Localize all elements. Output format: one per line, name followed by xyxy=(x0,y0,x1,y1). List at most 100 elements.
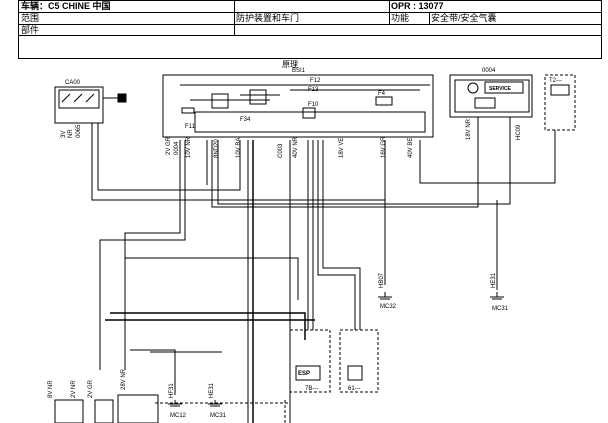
dashed-line xyxy=(155,400,290,423)
ground-label: MC31 xyxy=(210,413,227,419)
wire-label: 18V VE xyxy=(339,138,345,158)
wire-label: 40V BE xyxy=(408,138,414,158)
wire-label: HC09 xyxy=(516,124,522,140)
esp-module xyxy=(289,329,331,393)
opr-label: OPR : 13077 xyxy=(391,1,444,11)
d004-label: 0004 xyxy=(482,68,496,74)
esp-module-label: 7B--- xyxy=(305,386,318,392)
ground-code: HB07 xyxy=(379,272,385,288)
wire xyxy=(217,117,511,205)
header-row-parts: 部件 xyxy=(19,25,601,36)
d004-panel xyxy=(454,79,530,113)
bsi-relay xyxy=(181,107,195,114)
esp-badge-text: ESP xyxy=(298,371,310,377)
bsi-label: BSI1 xyxy=(292,68,306,74)
header-row-range: 范围 防护装置和车门 功能 安全带/安全气囊 xyxy=(19,13,601,25)
wire xyxy=(125,257,299,300)
parts-label: 部件 xyxy=(21,25,40,35)
wire xyxy=(130,349,176,395)
wire-label: C003 xyxy=(278,143,284,158)
ca00-inner xyxy=(58,89,100,109)
header-divider xyxy=(234,1,235,36)
bsi-box xyxy=(162,74,434,138)
header-table: 车辆：C5 CHINE 中国 OPR : 13077 范围 防护装置和车门 功能… xyxy=(18,0,602,59)
wire xyxy=(211,117,479,208)
wire xyxy=(419,130,556,184)
vehicle-label: 车辆：C5 CHINE 中国 xyxy=(21,1,111,11)
diagram-title: 原理 xyxy=(282,60,298,69)
fuse-label: F10 xyxy=(308,102,319,108)
ground-symbol xyxy=(490,292,504,300)
ca00-box xyxy=(54,86,104,124)
header-row-vehicle: 车辆：C5 CHINE 中国 OPR : 13077 xyxy=(19,1,601,13)
range-label: 范围 xyxy=(21,13,40,23)
wire-label: 10V NR xyxy=(186,136,192,158)
wire-label: 10V BA xyxy=(236,138,242,158)
bsi-internal-lines xyxy=(180,84,430,101)
bottom-wire-label: 2V NR xyxy=(71,380,77,398)
wire-label: 0004 xyxy=(174,141,180,155)
bsi-relay xyxy=(211,93,229,109)
eg-badge xyxy=(347,365,363,381)
wire-label: 8ND20 xyxy=(214,139,220,158)
header-divider xyxy=(429,13,430,25)
service-badge xyxy=(484,81,524,94)
esp-badge xyxy=(295,365,321,381)
header-divider xyxy=(389,1,390,25)
ca00-connector xyxy=(117,93,127,103)
service-badge-text: SERVICE xyxy=(489,86,512,92)
connector xyxy=(94,399,114,423)
wire-label: 2V GR xyxy=(166,136,172,155)
d004-box xyxy=(449,74,533,118)
fuse-label: F11 xyxy=(185,124,196,130)
wire xyxy=(91,123,386,201)
wire xyxy=(99,140,186,370)
bsi-bus xyxy=(194,111,426,133)
bottom-wire-label: 28V NR xyxy=(121,368,127,390)
d004-indicator xyxy=(474,97,496,109)
wire-label: 16V GR xyxy=(381,136,387,158)
t2-connector xyxy=(550,84,570,96)
pin-label: NR xyxy=(68,129,74,138)
fuse-label: F12 xyxy=(310,78,321,84)
bsi-fuse xyxy=(375,96,393,106)
wire xyxy=(97,123,241,191)
t2-box xyxy=(544,74,576,131)
bottom-wire-label: 8V NR xyxy=(48,380,54,398)
fuse-label: F4 xyxy=(378,91,386,97)
function-value: 安全带/安全气囊 xyxy=(431,13,497,23)
ground-label: MC32 xyxy=(380,304,397,310)
wire xyxy=(317,140,356,330)
fuse-label: F13 xyxy=(308,87,319,93)
ground-label: MC12 xyxy=(170,413,187,419)
ground-symbol xyxy=(378,292,392,300)
ground-symbol xyxy=(208,400,222,407)
t2-label: T2--- xyxy=(549,78,562,84)
eg-module xyxy=(339,329,379,393)
connector xyxy=(54,399,84,423)
range-value: 防护装置和车门 xyxy=(236,13,300,23)
bsi-relay xyxy=(249,89,267,105)
ca00-switch xyxy=(61,93,95,103)
wire xyxy=(124,140,181,370)
wire xyxy=(322,140,361,330)
bsi-fuse-block xyxy=(302,107,316,119)
wire-label: 18V NR xyxy=(466,118,472,140)
pin-label: 0065 xyxy=(76,124,82,138)
wire-label: 40V NR xyxy=(293,136,299,158)
ground-code: HE31 xyxy=(491,272,497,288)
ground-code: HE31 xyxy=(209,382,215,398)
eg-module-label: 61--- xyxy=(348,386,361,392)
wire xyxy=(110,312,306,340)
connector xyxy=(117,394,159,423)
airbag-icon xyxy=(467,82,479,94)
bottom-wire-label: 2V GR xyxy=(88,379,94,398)
fuse-label: F34 xyxy=(240,117,251,123)
ground-symbol xyxy=(168,400,182,407)
function-label: 功能 xyxy=(391,13,410,23)
pin-label: 3V xyxy=(61,131,67,138)
ca00-label: CA00 xyxy=(65,80,81,86)
ground-code: HF31 xyxy=(169,383,175,398)
ground-label: MC31 xyxy=(492,306,509,312)
